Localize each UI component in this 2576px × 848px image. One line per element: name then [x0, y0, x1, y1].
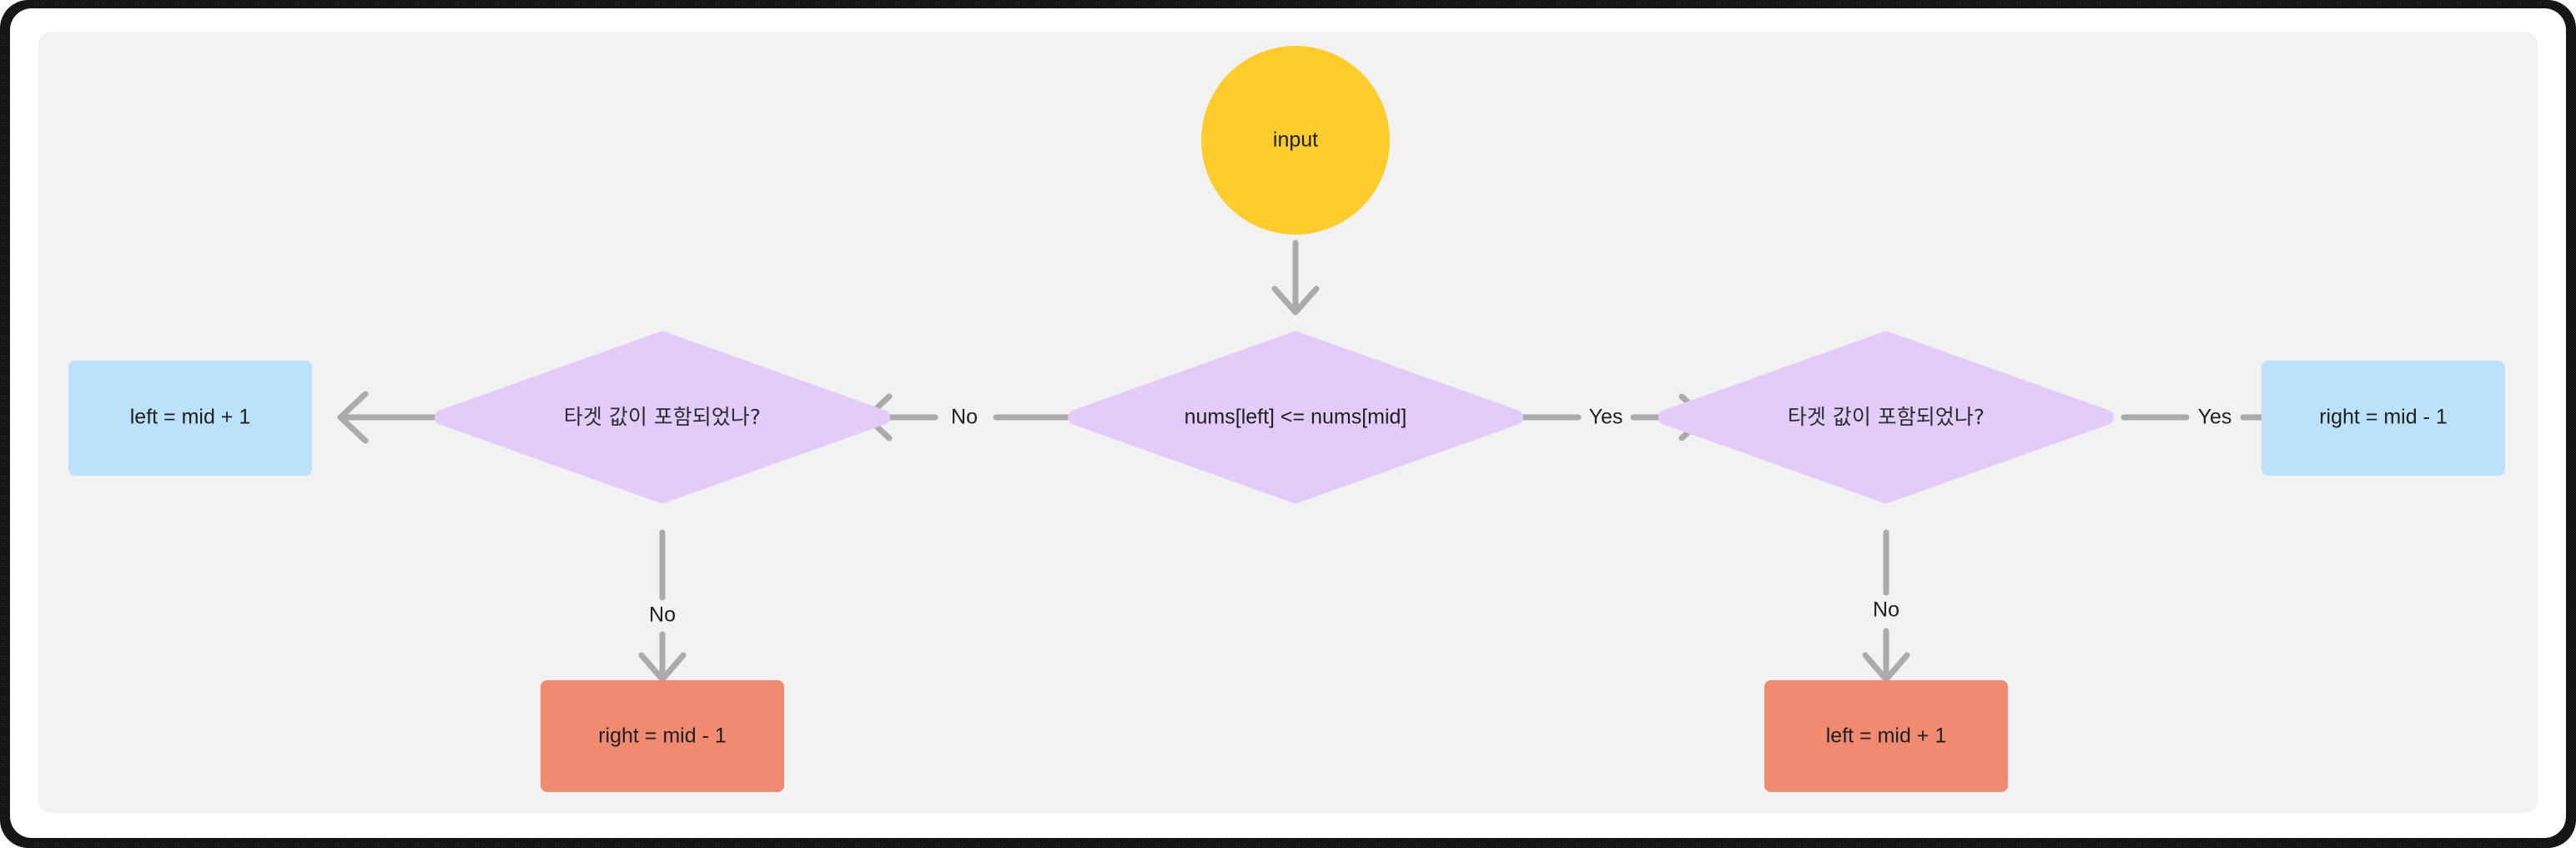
- edge-left-to-salmon[interactable]: No: [638, 529, 687, 683]
- edge-label-left-down: No: [649, 603, 676, 627]
- flowchart-svg[interactable]: No Yes N: [38, 32, 2538, 813]
- page-matte: No Yes N: [10, 8, 2566, 838]
- node-assign-right-mid-minus-one-salmon[interactable]: right = mid - 1: [541, 680, 784, 792]
- edge-start-to-center[interactable]: [1271, 240, 1320, 315]
- node-assign-left-mid-plus-one-salmon[interactable]: left = mid + 1: [1764, 680, 2008, 792]
- node-decision-nums-left-le-mid[interactable]: nums[left] <= nums[mid]: [1068, 331, 1523, 503]
- edge-label-center-left: No: [951, 406, 978, 429]
- edge-right-to-salmon[interactable]: No: [1862, 529, 1910, 683]
- flowchart-canvas[interactable]: No Yes N: [38, 32, 2538, 813]
- node-input-start[interactable]: input: [1201, 46, 1390, 235]
- node-decision-target-right[interactable]: 타겟 값이 포함되었나?: [1658, 331, 2114, 503]
- node-assign-left-mid-plus-one-blue[interactable]: left = mid + 1: [68, 361, 312, 476]
- node-assign-right-mid-minus-one-blue[interactable]: right = mid - 1: [2262, 361, 2505, 476]
- edge-label-center-right: Yes: [1589, 406, 1623, 429]
- edge-label-right-out: Yes: [2198, 406, 2232, 429]
- edge-center-to-left[interactable]: No: [863, 393, 1079, 442]
- edge-label-right-down: No: [1873, 598, 1899, 622]
- node-decision-target-left[interactable]: 타겟 값이 포함되었나?: [435, 331, 890, 503]
